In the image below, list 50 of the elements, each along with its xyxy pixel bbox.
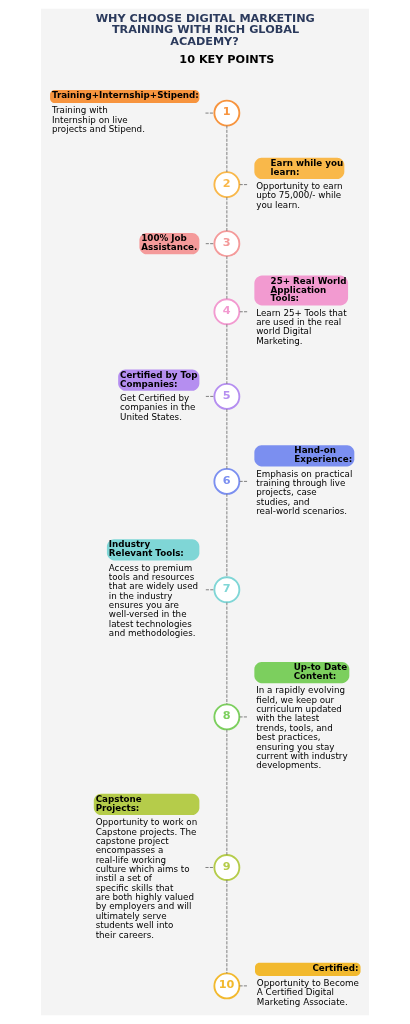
node-label: Opportunity to Become A Certified Digital Marketing Associate. (256, 978, 359, 1007)
node-circle: 2 (213, 171, 241, 199)
node-label: Opportunity to work on Capstone projects. The capstone project encompasses a real-life working culture which aims to instil a set of specific skills that are both highly valued by employers and will ultimately serve students well into their careers. (95, 817, 198, 940)
connector (226, 493, 228, 578)
connector (205, 589, 215, 591)
connector (205, 867, 215, 868)
diagram-title: WHY CHOOSE DIGITAL MARKETING TRAINING WITH RICH GLOBAL ACADEMY? (95, 12, 315, 48)
node-box: 25+ Real World Application Tools: (254, 275, 349, 306)
node-circle: 3 (213, 230, 241, 258)
connector (205, 243, 215, 245)
node-circle: 1 (213, 99, 241, 127)
node-box: 100% Job Assistance. (139, 233, 200, 255)
connector (239, 716, 249, 718)
node-box: Hand-on Experience: (254, 445, 355, 467)
node-box: Earn while you learn: (254, 157, 345, 179)
connector (205, 112, 215, 114)
node-label: Emphasis on practical training through live projects, case studies, and real-world scenarios. (256, 468, 353, 516)
connector (226, 408, 228, 470)
node-circle: 6 (213, 467, 241, 495)
connector (226, 323, 228, 385)
node-circle: 7 (213, 576, 241, 604)
connector (226, 255, 228, 300)
connector (226, 729, 228, 856)
node-box: Training+Internship+Stipend: (50, 89, 200, 104)
node-circle: 10 (213, 972, 241, 1000)
node-label: Get Certified by companies in the United States. (120, 392, 196, 422)
node-label: In a rapidly evolving field, we keep our curriculum updated with the latest trends, tools, and best practices, ensuring you stay current with industry developments. (256, 685, 348, 771)
node-label: Learn 25+ Tools that are used in the real world Digital Marketing. (256, 307, 347, 346)
connector (205, 395, 215, 397)
connector (239, 311, 249, 313)
connector (239, 184, 249, 186)
connector (239, 985, 249, 987)
connector (226, 602, 228, 705)
label: 10 KEY POINTS (179, 53, 275, 67)
node-box: Industry Relevant Tools: (106, 539, 200, 561)
node-label: Opportunity to earn upto 75,000/- while you learn. (256, 181, 343, 210)
node-label: Access to premium tools and resources that are widely used in the industry ensures you are well-versed in the latest technologies and methodologies. (108, 562, 199, 639)
node-circle: 9 (213, 854, 241, 881)
node-circle: 8 (213, 703, 241, 731)
connector (226, 125, 228, 173)
node-box: Up-to Date Content: (254, 661, 350, 684)
connector (226, 196, 228, 232)
node-circle: 4 (213, 298, 241, 326)
node-box: Certified by Top Companies: (118, 369, 200, 391)
connector (239, 480, 249, 482)
node-circle: 5 (213, 383, 241, 410)
node-box: Certified: (255, 962, 361, 976)
node-label: Training with Internship on live projects and Stipend. (51, 105, 145, 134)
connector (226, 879, 228, 974)
node-box: Capstone Projects: (93, 793, 200, 815)
